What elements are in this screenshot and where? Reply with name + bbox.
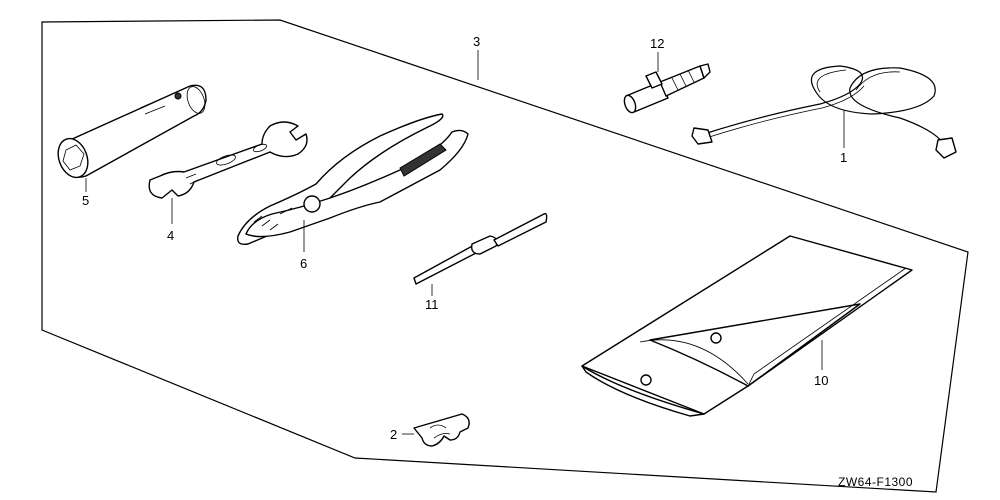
callout-4: 4 bbox=[167, 228, 174, 243]
starter-rope-part bbox=[691, 65, 957, 159]
clip-part bbox=[413, 413, 470, 447]
spark-plug-part bbox=[623, 63, 711, 114]
callout-6: 6 bbox=[300, 256, 307, 271]
callout-1: 1 bbox=[840, 150, 847, 165]
kit-boundary bbox=[41, 19, 969, 493]
callout-11: 11 bbox=[425, 297, 439, 312]
callout-5: 5 bbox=[82, 193, 89, 208]
diagram-code: ZW64-F1300 bbox=[838, 475, 913, 489]
screwdriver-part bbox=[413, 212, 548, 285]
callout-12: 12 bbox=[650, 36, 664, 51]
open-end-wrench-part bbox=[148, 121, 308, 199]
callout-10: 10 bbox=[814, 373, 828, 388]
tool-bag-part bbox=[581, 235, 913, 417]
callout-3: 3 bbox=[473, 34, 480, 49]
box-wrench-part bbox=[57, 84, 207, 179]
pliers-part bbox=[237, 113, 469, 246]
callout-2: 2 bbox=[390, 427, 397, 442]
